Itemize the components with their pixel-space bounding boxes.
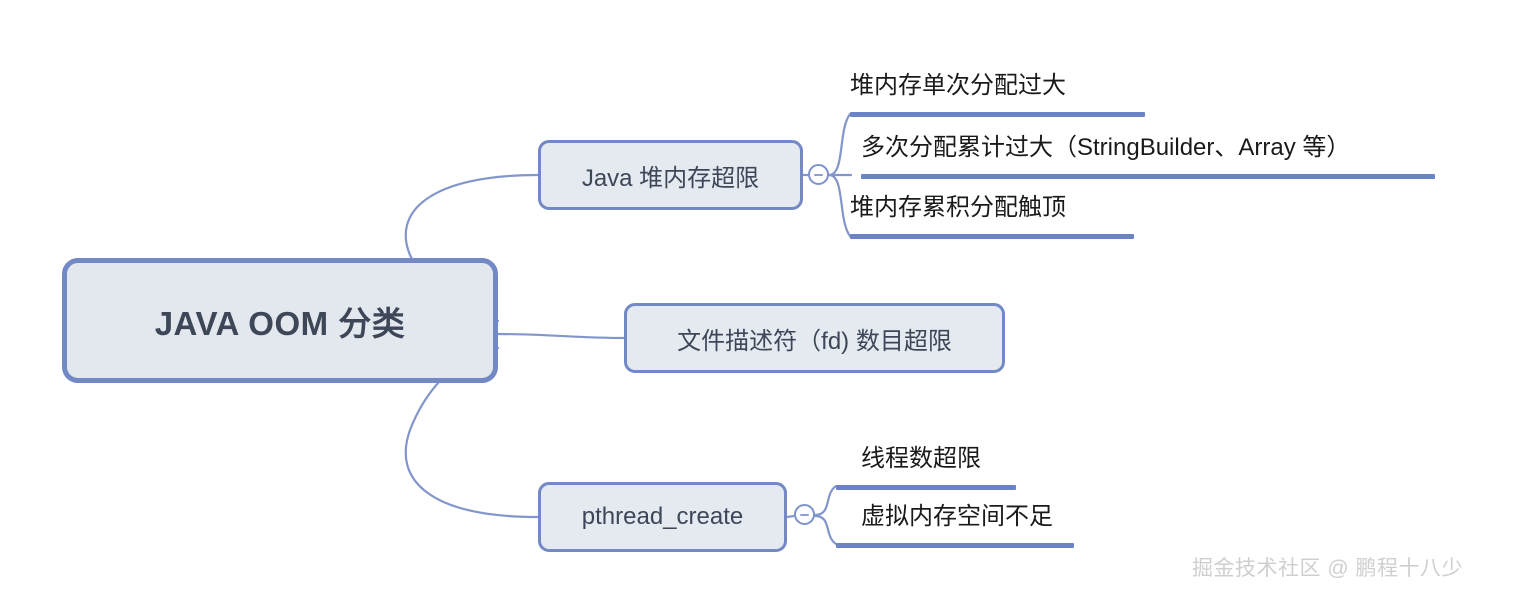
- branch-node-heap[interactable]: Java 堆内存超限: [538, 140, 803, 210]
- connector-pthread-to-leaf-1: [813, 484, 838, 517]
- leaf-node-heap-2-label: 多次分配累计过大（StringBuilder、Array 等）: [861, 134, 1351, 161]
- leaf-node-heap-2[interactable]: 多次分配累计过大（StringBuilder、Array 等）: [861, 136, 1435, 179]
- leaf-node-pthread-2-label: 虚拟内存空间不足: [861, 503, 1053, 530]
- leaf-underline: [836, 485, 1016, 490]
- minus-glyph: [800, 513, 809, 516]
- connector-root-to-fd: [496, 332, 626, 340]
- leaf-underline: [861, 174, 1435, 179]
- leaf-node-pthread-2[interactable]: 虚拟内存空间不足: [836, 503, 1074, 548]
- minus-glyph: [814, 173, 823, 176]
- connector-pthread-to-leaf-2: [813, 514, 838, 546]
- root-node-label: JAVA OOM 分类: [154, 304, 406, 342]
- leaf-node-heap-3[interactable]: 堆内存累积分配触顶: [850, 196, 1134, 239]
- root-node[interactable]: JAVA OOM 分类: [62, 258, 498, 383]
- branch-node-fd-label: 文件描述符（fd) 数目超限: [677, 327, 952, 355]
- connector-pthread-to-toggle: [786, 514, 795, 519]
- connector-heap-to-leaf-1: [827, 112, 852, 177]
- leaf-underline: [850, 112, 1145, 117]
- branch-node-pthread[interactable]: pthread_create: [538, 482, 787, 552]
- leaf-node-heap-1[interactable]: 堆内存单次分配过大: [850, 74, 1145, 117]
- minus-icon-heap[interactable]: [808, 164, 829, 185]
- leaf-underline: [836, 543, 1074, 548]
- leaf-node-pthread-1[interactable]: 线程数超限: [836, 445, 1016, 490]
- watermark: 掘金技术社区 @ 鹏程十八少: [1192, 557, 1463, 580]
- branch-node-heap-label: Java 堆内存超限: [581, 164, 760, 192]
- leaf-node-heap-1-label: 堆内存单次分配过大: [850, 72, 1066, 99]
- leaf-node-heap-3-label: 堆内存累积分配触顶: [850, 194, 1066, 221]
- leaf-underline: [850, 234, 1134, 239]
- branch-node-fd[interactable]: 文件描述符（fd) 数目超限: [624, 303, 1005, 373]
- minus-icon-pthread[interactable]: [794, 504, 815, 525]
- connector-heap-to-leaf-3: [827, 173, 852, 238]
- leaf-node-pthread-1-label: 线程数超限: [861, 445, 981, 472]
- branch-node-pthread-label: pthread_create: [581, 503, 744, 530]
